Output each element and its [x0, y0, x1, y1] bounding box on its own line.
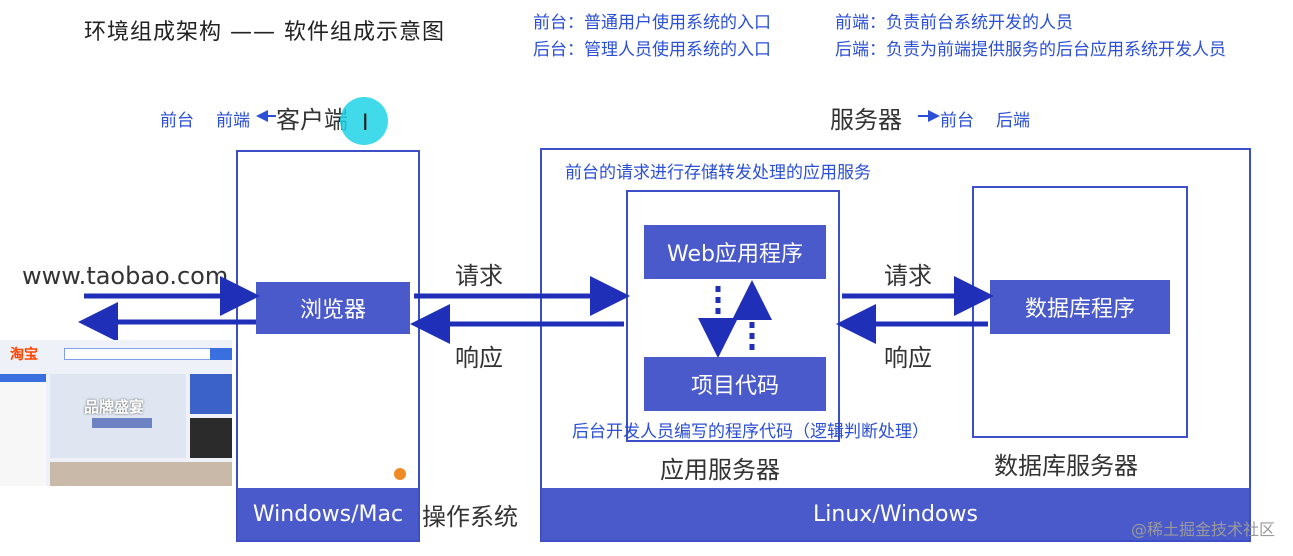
cursor-highlight — [340, 97, 388, 145]
thumb-product-row — [50, 462, 232, 486]
note-backstage: 后台：管理人员使用系统的入口 — [533, 40, 771, 60]
request-label-right: 请求 — [884, 262, 932, 290]
note-frontstage: 前台：普通用户使用系统的入口 — [533, 13, 771, 33]
note-backend: 后端：负责为前端提供服务的后台应用系统开发人员 — [835, 40, 1226, 60]
client-annotation-front: 前台 — [160, 111, 194, 131]
thumb-right-ad — [190, 374, 232, 414]
db-program-box: 数据库程序 — [990, 280, 1170, 334]
thumb-sidebar-header — [0, 374, 46, 382]
client-box — [236, 150, 420, 542]
thumb-search-button — [210, 348, 232, 360]
project-code-desc: 后台开发人员编写的程序代码（逻辑判断处理） — [572, 422, 929, 442]
watermark: @稀土掘金技术社区 — [1130, 520, 1275, 539]
web-app-box: Web应用程序 — [644, 225, 826, 279]
page-title: 环境组成架构 —— 软件组成示意图 — [84, 20, 445, 45]
app-service-desc: 前台的请求进行存储转发处理的应用服务 — [565, 163, 871, 183]
thumb-banner-sub — [92, 418, 152, 428]
os-label: 操作系统 — [422, 503, 518, 531]
thumb-right-ad-2 — [190, 418, 232, 458]
request-label-left: 请求 — [455, 262, 503, 290]
url-label: www.taobao.com — [22, 262, 229, 290]
note-frontend: 前端：负责前台系统开发的人员 — [835, 13, 1073, 33]
server-heading: 服务器 — [830, 106, 902, 134]
app-server-label: 应用服务器 — [660, 456, 780, 484]
client-annotation-frontend: 前端 — [216, 111, 250, 131]
laser-dot — [394, 468, 406, 480]
project-code-box: 项目代码 — [644, 357, 826, 411]
taobao-page-thumbnail: 淘宝 品牌盛宴 — [0, 340, 232, 486]
server-box — [540, 148, 1251, 542]
response-label-left: 响应 — [455, 344, 503, 372]
server-annotation-front: 前台 — [940, 111, 974, 131]
thumb-search-bar — [64, 348, 222, 360]
client-os-box: Windows/Mac — [238, 488, 418, 540]
text-cursor-icon: I — [362, 111, 369, 136]
thumb-sidebar — [0, 374, 46, 486]
db-server-label: 数据库服务器 — [994, 452, 1138, 480]
thumb-banner — [50, 374, 186, 458]
server-os-box: Linux/Windows — [542, 488, 1249, 540]
server-annotation-backend: 后端 — [996, 111, 1030, 131]
browser-box: 浏览器 — [256, 282, 410, 334]
taobao-logo: 淘宝 — [10, 347, 38, 363]
client-heading: 客户端 — [276, 106, 348, 134]
response-label-right: 响应 — [884, 344, 932, 372]
thumb-banner-text: 品牌盛宴 — [84, 398, 145, 416]
